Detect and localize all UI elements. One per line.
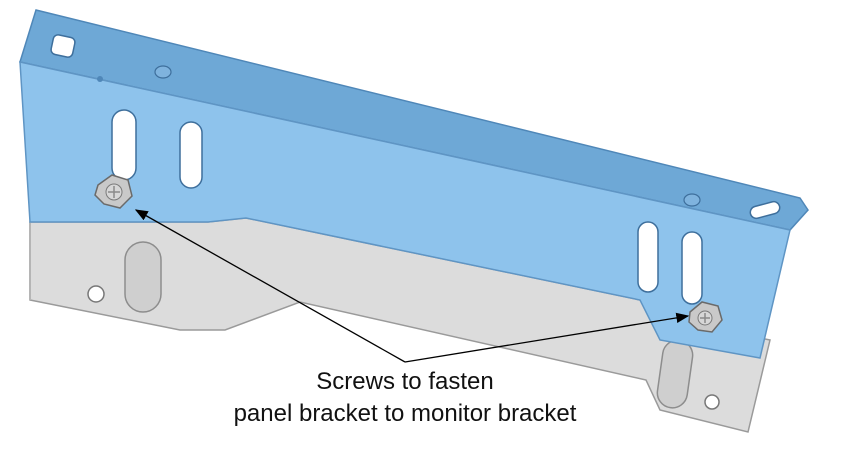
mount-hole [87,285,105,303]
callout-arrow-right [404,312,690,363]
screw-right [688,301,723,333]
mount-hole [704,394,720,410]
adjust-slot [111,109,137,181]
caption-line-1: Screws to fasten [316,368,494,395]
flange-hole [50,34,76,58]
caption-line-2: panel bracket to monitor bracket [233,400,577,427]
callout-arrow-left [134,209,406,363]
flange-slot [749,200,781,220]
adjust-slot [637,221,659,293]
adjust-slot [179,121,203,189]
monitor-bracket [29,217,771,433]
screw-left [94,174,133,209]
adjust-slot [681,231,703,305]
panel-bracket [19,9,809,359]
